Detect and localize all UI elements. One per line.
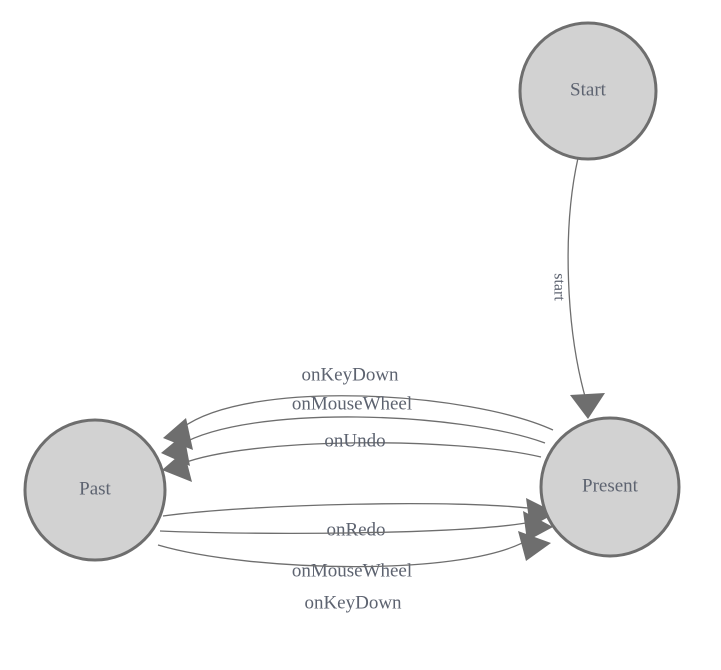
edge-present-to-past-onundo-arrowhead (162, 451, 192, 482)
edge-past-to-present-onkeydown-path (157, 537, 532, 568)
edge-start-to-present-path (567, 157, 587, 401)
edge-past-to-present-onredo[interactable]: onRedo (162, 498, 556, 540)
edge-past-to-present-onkeydown-arrowhead (518, 531, 551, 561)
edge-label-present-past-onundo: onUndo (324, 430, 385, 451)
node-past[interactable]: Past (23, 418, 167, 562)
edge-past-to-present-onmousewheel-arrowhead (523, 511, 553, 541)
node-present-label: Present (582, 475, 639, 496)
edge-present-to-past-onmousewheel-path (179, 416, 546, 446)
edge-present-to-past-onkeydown-path (181, 395, 554, 431)
edge-past-to-present-onmousewheel-path (159, 521, 533, 534)
node-present[interactable]: Present (539, 416, 681, 558)
edge-start-to-present[interactable]: start (550, 157, 605, 419)
edge-past-to-present-onredo-path (162, 503, 537, 517)
edge-label-past-present-onkeydown: onKeyDown (304, 592, 402, 613)
edge-present-to-past-onundo[interactable]: onUndo (162, 430, 542, 482)
edge-label-past-present-onredo: onRedo (326, 519, 385, 540)
edge-start-to-present-arrowhead (570, 393, 605, 419)
node-start-label: Start (570, 79, 607, 100)
node-start[interactable]: Start (518, 21, 658, 161)
edge-label-present-past-onkeydown: onKeyDown (301, 364, 399, 385)
edge-label-start: start (550, 273, 567, 301)
edge-label-present-past-onmousewheel: onMouseWheel (292, 393, 412, 414)
node-present-circle (539, 416, 681, 558)
edge-past-to-present-onkeydown[interactable]: onKeyDown (157, 531, 551, 613)
node-past-label: Past (79, 478, 111, 499)
edge-label-past-present-onmousewheel: onMouseWheel (292, 560, 412, 581)
node-past-circle (23, 418, 167, 562)
node-start-circle (518, 21, 658, 161)
edge-present-to-past-onundo-path (180, 442, 542, 465)
